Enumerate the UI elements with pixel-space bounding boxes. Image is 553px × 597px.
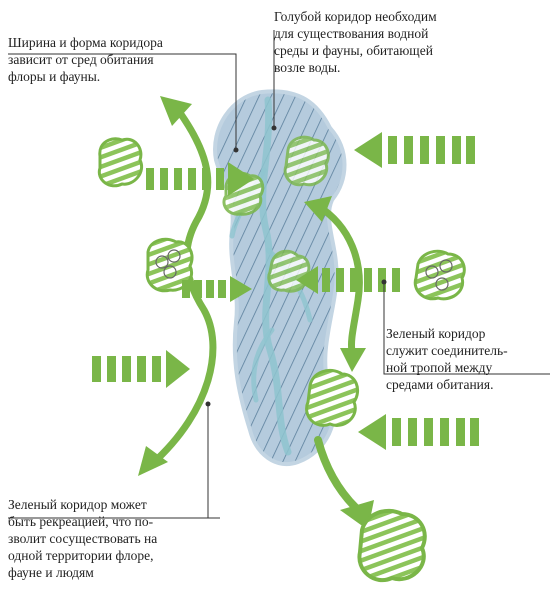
curved-arrow-icon — [340, 348, 366, 372]
green-corridor-line — [318, 440, 356, 508]
habitat-blob-icon — [359, 511, 424, 580]
habitat-blob-icon — [99, 139, 141, 186]
annotation-green-corridor-recreation: Зеленый коридор может быть рекреацией, ч… — [8, 496, 218, 581]
habitat-blob-icon — [307, 370, 358, 425]
dashed-arrow-icon — [92, 350, 190, 388]
dashed-arrow-icon — [354, 132, 475, 168]
annotation-green-corridor-path: Зеленый коридор служит соединитель- ной … — [386, 325, 548, 393]
animal-cluster-icon — [415, 251, 464, 299]
dashed-arrow-icon — [358, 414, 479, 450]
annotation-corridor-width: Ширина и форма коридора зависит от сред … — [8, 34, 236, 85]
habitat-blob-icon — [285, 137, 328, 185]
annotation-blue-corridor: Голубой коридор необходим для существова… — [274, 8, 506, 76]
habitat-blob-icon — [269, 251, 309, 291]
